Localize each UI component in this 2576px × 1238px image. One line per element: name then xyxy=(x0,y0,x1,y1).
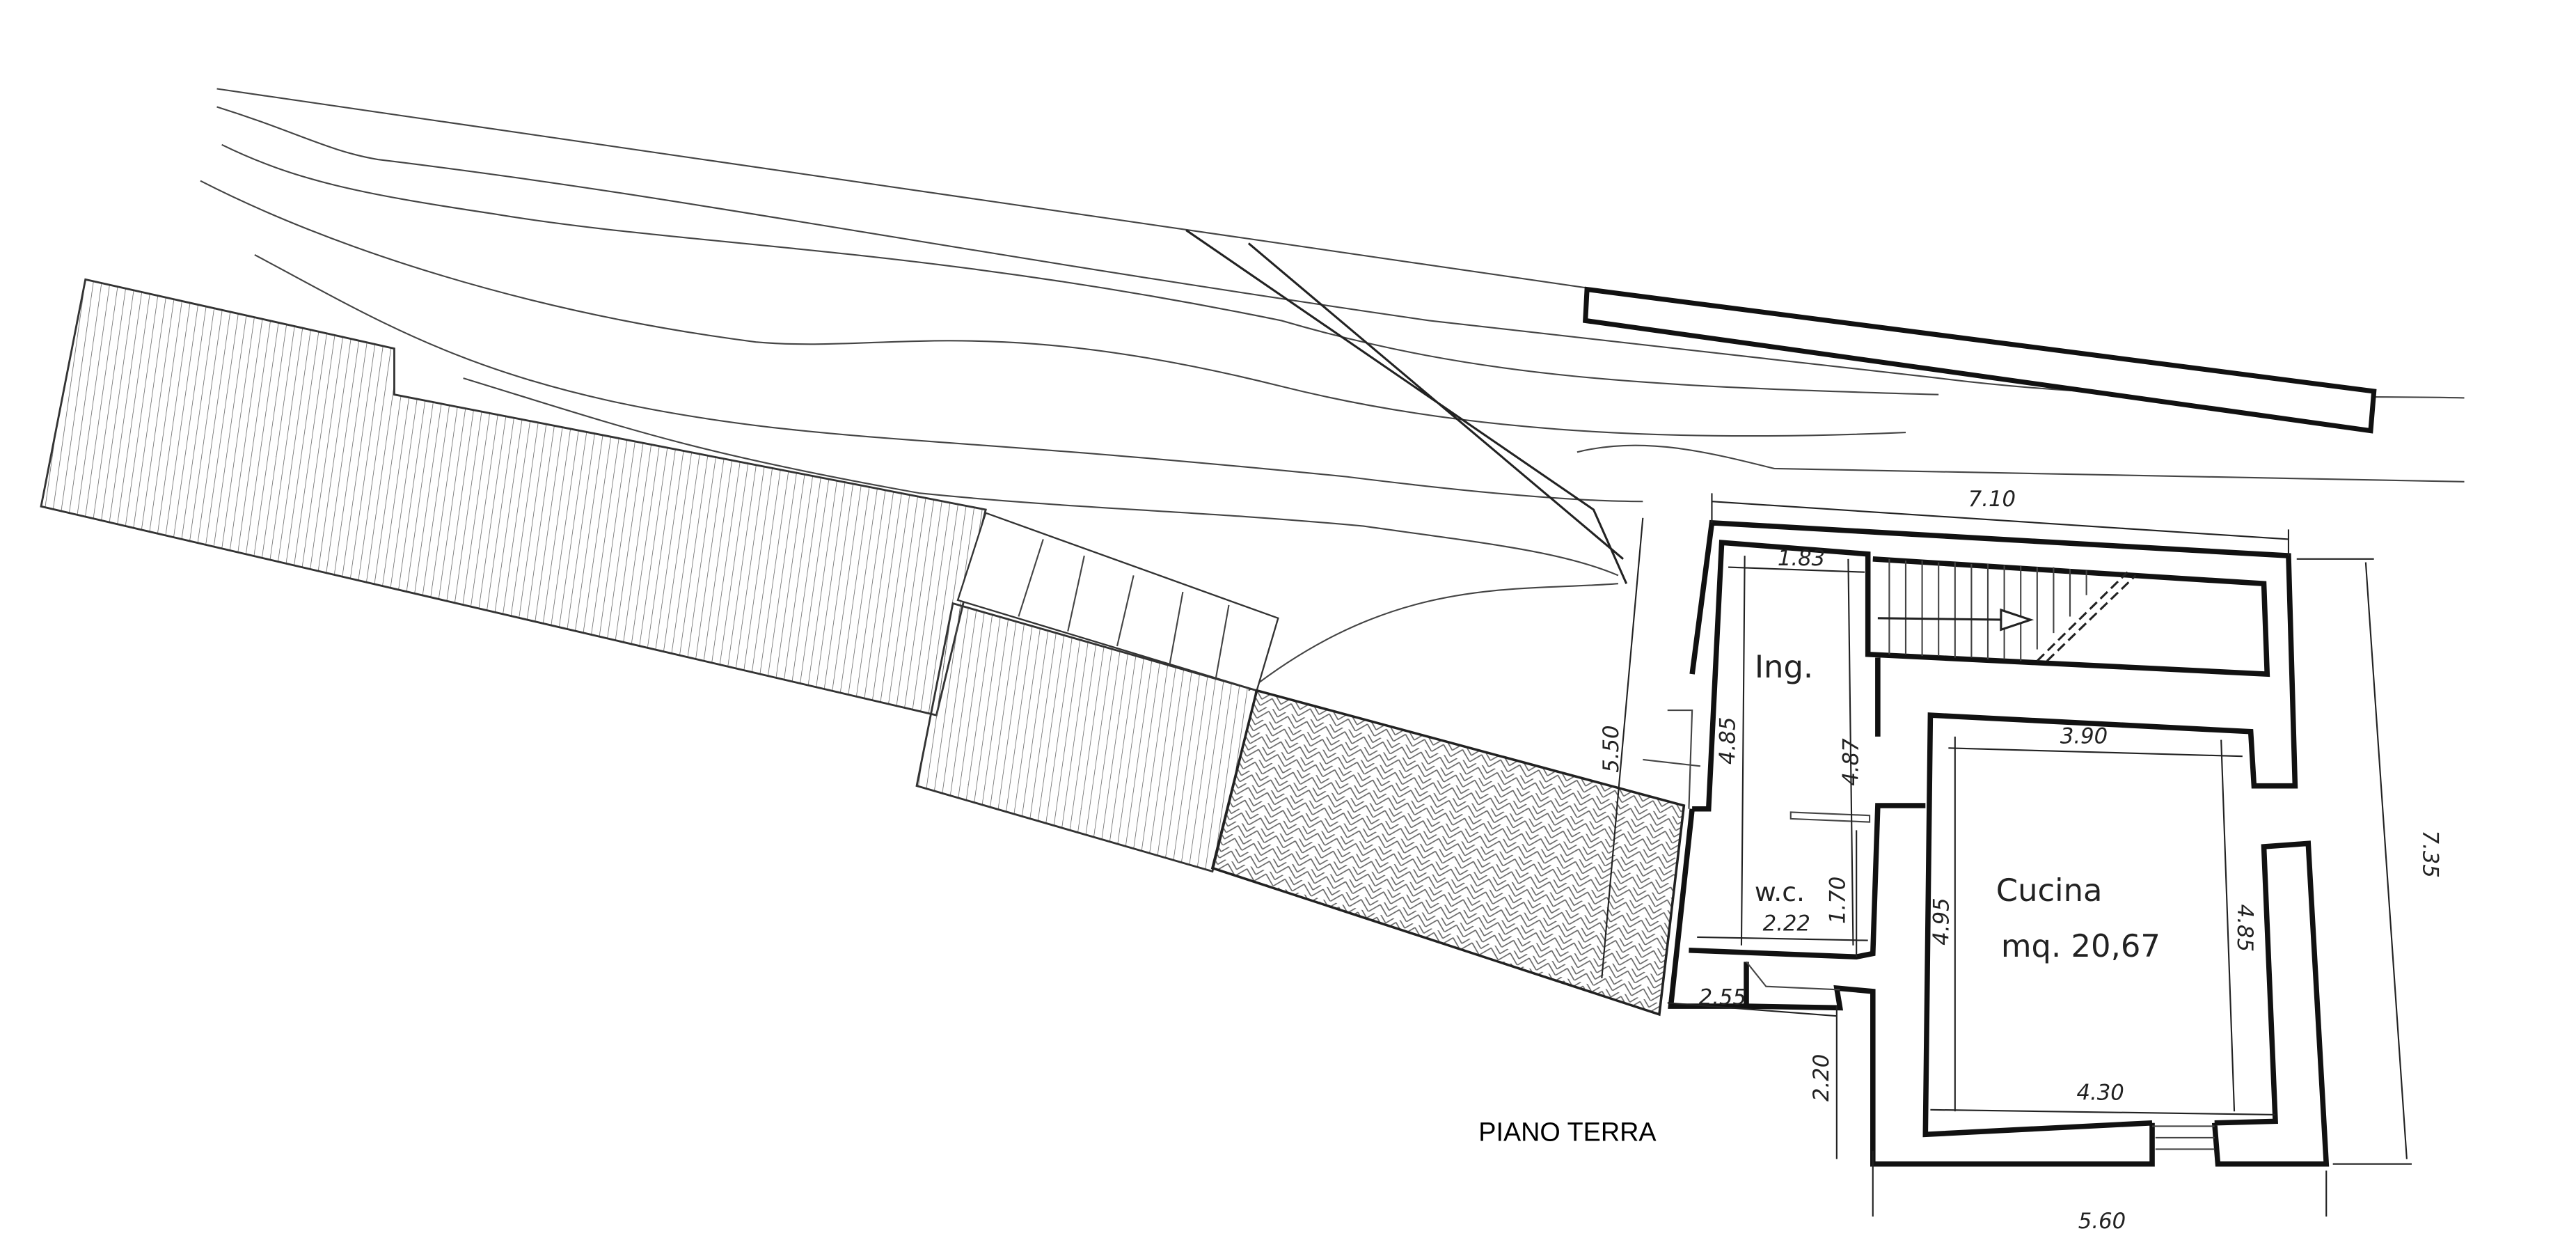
dim-wc-width: 2.22 xyxy=(1763,911,1810,936)
dim-entrance-depth: 2.20 xyxy=(1810,1054,1834,1102)
dimension-lines xyxy=(1601,493,2412,1217)
room-label-cucina: Cucina xyxy=(1996,872,2103,909)
dim-ing-width: 1.83 xyxy=(1778,547,1825,571)
dim-ing-depth-right: 4.87 xyxy=(1840,738,1864,786)
dim-entrance-width: 2.55 xyxy=(1699,986,1746,1010)
hatched-building-small xyxy=(915,602,1258,873)
room-label-wc: w.c. xyxy=(1755,877,1805,907)
paved-terrace xyxy=(1210,689,1686,1017)
dim-cucina-width-bottom: 4.30 xyxy=(2076,1081,2124,1106)
dim-overall-width-top: 7.10 xyxy=(1968,487,2016,512)
room-area-cucina: mq. 20,67 xyxy=(2001,927,2160,964)
hatched-building-main xyxy=(40,278,987,716)
step-lines xyxy=(1018,539,1230,680)
dim-cucina-depth-left: 4.95 xyxy=(1929,898,1954,945)
dim-overall-width-bottom: 5.60 xyxy=(2078,1209,2126,1234)
dim-cucina-depth-right: 4.85 xyxy=(2232,904,2257,952)
dim-wc-depth: 1.70 xyxy=(1826,877,1851,924)
drawing-title: PIANO TERRA xyxy=(1478,1118,1657,1147)
stair-direction-arrow-icon xyxy=(2000,608,2034,632)
dim-ing-depth-left: 4.85 xyxy=(1716,717,1741,765)
dim-cucina-width-top: 3.90 xyxy=(2060,724,2108,749)
dim-overall-depth-right: 7.35 xyxy=(2417,830,2442,877)
boundary-wall xyxy=(1583,286,2377,434)
staircase xyxy=(1877,558,2137,662)
room-label-ingresso: Ing. xyxy=(1755,648,1813,685)
dim-terrace-depth: 5.50 xyxy=(1599,725,1624,772)
